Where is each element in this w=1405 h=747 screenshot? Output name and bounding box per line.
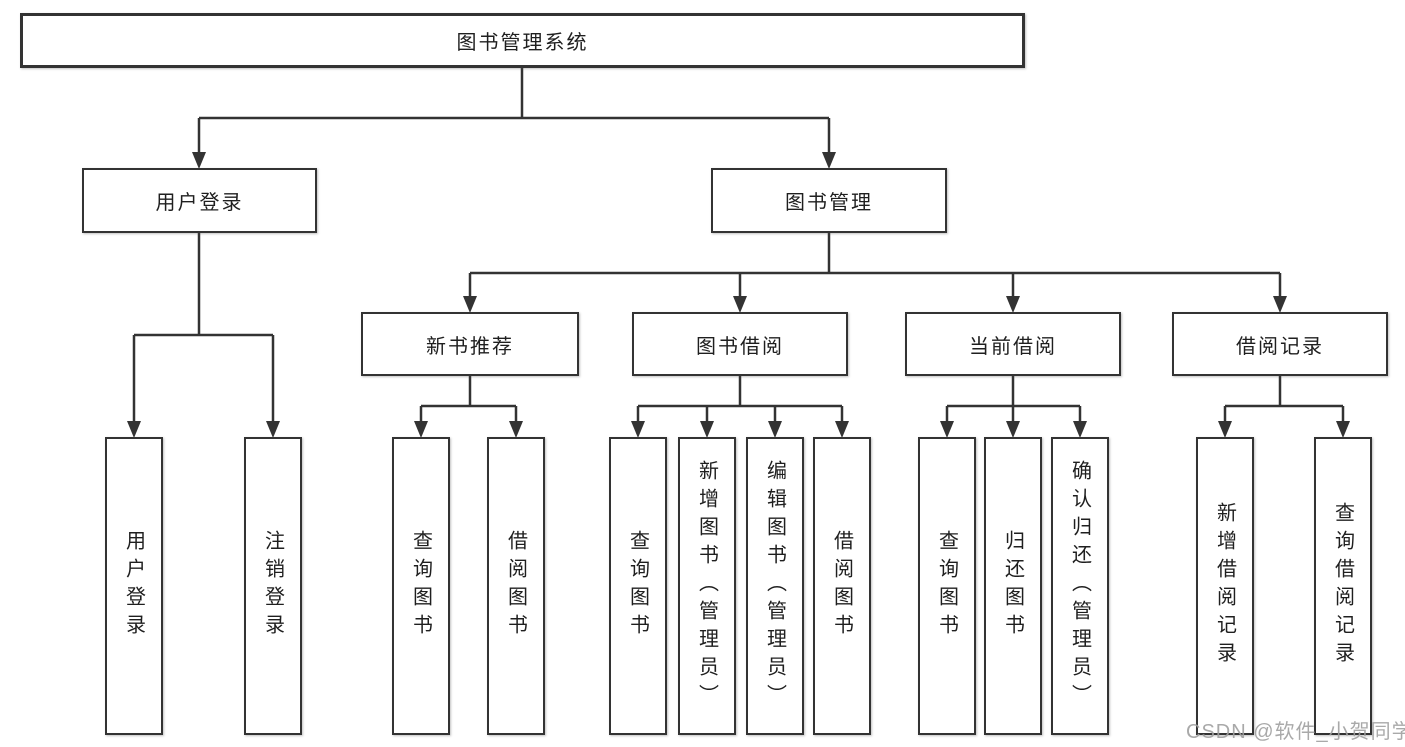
leaf-edit-book-admin: 编辑图书（管理员） — [746, 437, 804, 735]
leaf-add-book-admin: 新增图书（管理员） — [678, 437, 736, 735]
leaf-return-book: 归还图书 — [984, 437, 1042, 735]
node-user-login-label: 用户登录 — [155, 192, 244, 214]
leaf-query-book-current: 查询图书 — [918, 437, 976, 735]
node-current-borrowing: 当前借阅 — [905, 312, 1121, 376]
node-new-book-recommend-label: 新书推荐 — [426, 335, 514, 358]
leaf-logout: 注销登录 — [244, 437, 302, 735]
csdn-watermark: CSDN @软件_小贺同学 — [1186, 721, 1405, 743]
node-book-management-label: 图书管理 — [785, 192, 873, 214]
node-current-borrowing-label: 当前借阅 — [969, 335, 1057, 358]
node-book-management: 图书管理 — [711, 168, 947, 233]
node-borrow-records: 借阅记录 — [1172, 312, 1388, 376]
arrowheads — [127, 152, 1350, 438]
leaf-query-borrow-record: 查询借阅记录 — [1314, 437, 1372, 735]
leaf-query-book-borrowing: 查询图书 — [609, 437, 667, 735]
leaf-user-login: 用户登录 — [105, 437, 163, 735]
node-book-borrowing: 图书借阅 — [632, 312, 848, 376]
leaf-add-borrow-record: 新增借阅记录 — [1196, 437, 1254, 735]
leaf-borrow-book: 借阅图书 — [813, 437, 871, 735]
node-library-system-label: 图书管理系统 — [456, 32, 589, 54]
node-borrow-records-label: 借阅记录 — [1236, 335, 1324, 358]
leaf-confirm-return-admin: 确认归还（管理员） — [1051, 437, 1109, 735]
node-new-book-recommend: 新书推荐 — [361, 312, 579, 376]
node-book-borrowing-label: 图书借阅 — [696, 335, 784, 358]
leaf-query-book-recommend: 查询图书 — [392, 437, 450, 735]
leaf-borrow-book-recommend: 借阅图书 — [487, 437, 545, 735]
node-library-system: 图书管理系统 — [20, 13, 1025, 68]
node-user-login: 用户登录 — [82, 168, 317, 233]
